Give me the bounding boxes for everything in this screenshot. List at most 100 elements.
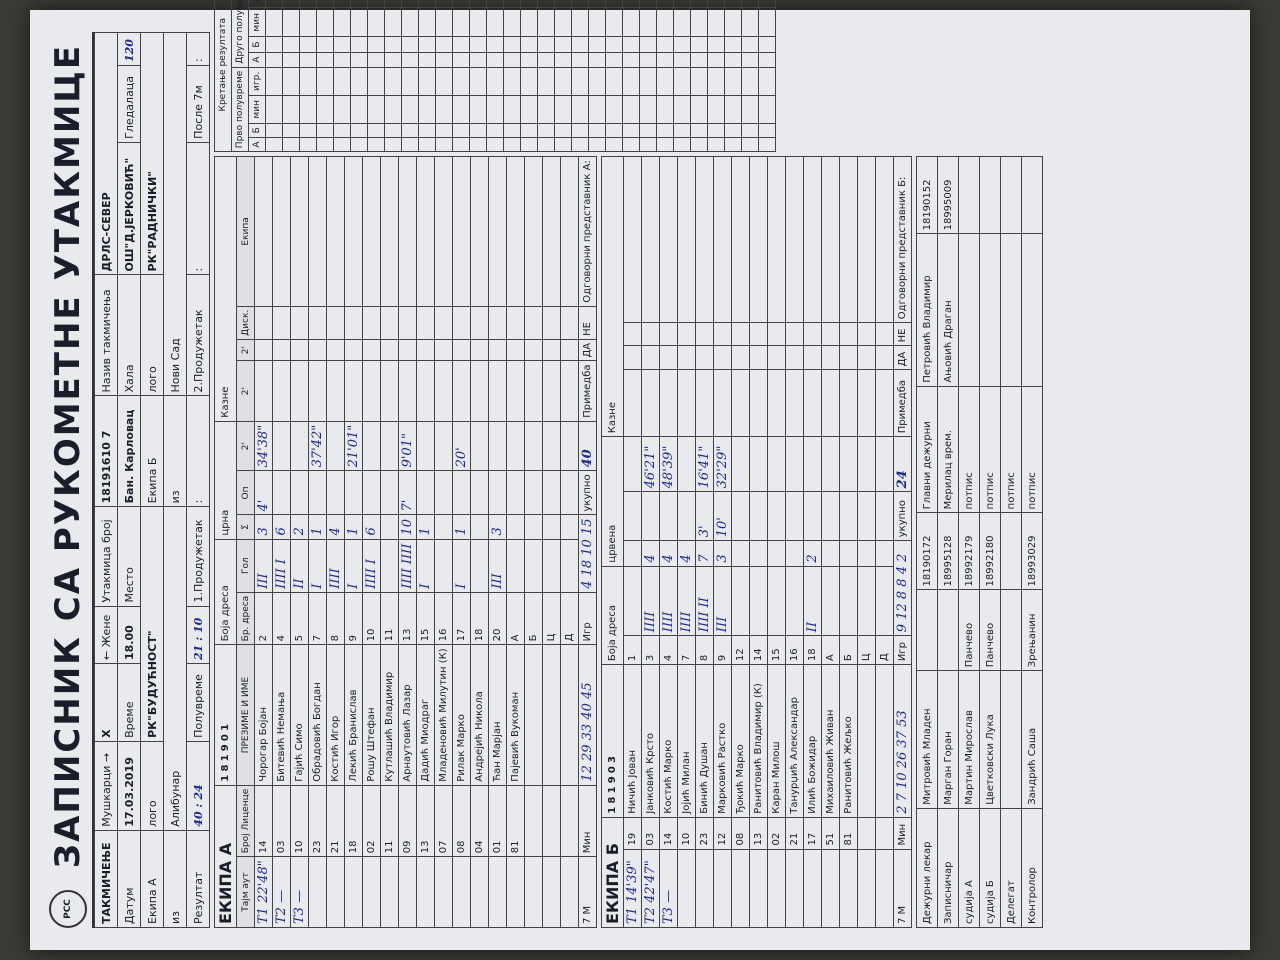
score-cell — [520, 7, 538, 37]
official-lic2 — [1000, 156, 1022, 234]
score-cell — [588, 36, 606, 53]
player-goal-sum — [380, 515, 399, 540]
player-goal-sum: 6 — [362, 515, 381, 540]
col-a-2: А — [248, 52, 266, 68]
official-cell — [560, 339, 579, 361]
official-cell — [857, 491, 876, 541]
score-cell — [282, 95, 300, 124]
score-cell — [554, 36, 572, 53]
score-row — [469, 0, 487, 152]
score-row — [520, 0, 538, 152]
official-cell — [524, 539, 543, 593]
official-cell — [857, 436, 876, 492]
score-row — [758, 0, 776, 152]
score-cell — [622, 67, 640, 96]
ot1-value: : — [186, 395, 210, 507]
penalty-cell — [713, 322, 732, 346]
main-section: ЕКИПА А 1 8 1 9 0 1 Боја дреса црна Казн… — [214, 0, 1043, 928]
score-cell — [639, 137, 657, 152]
penalties-label: Казне — [214, 156, 237, 422]
official-name — [542, 644, 561, 786]
penalties-label-b: Казне — [601, 156, 624, 437]
team-a-jersey-label: Боја дреса — [214, 539, 237, 645]
score-cell — [707, 137, 725, 152]
score-cell — [367, 123, 385, 138]
hall: ОШ"Д.ЈЕРКОВИЋ" — [117, 142, 141, 275]
timeout-cell — [785, 849, 804, 928]
score-cell — [435, 67, 453, 96]
score-cell — [452, 67, 470, 96]
score-row — [588, 0, 606, 152]
score-cell — [622, 123, 640, 138]
score-cell — [554, 137, 572, 152]
col-name: ПРЕЗИМЕ И ИМЕ — [236, 644, 255, 786]
score-cell — [537, 137, 555, 152]
seven-label: 7 М — [578, 856, 597, 928]
penalty-cell — [785, 369, 804, 437]
score-cell — [333, 67, 351, 96]
score-row — [282, 0, 300, 152]
penalty-cell — [803, 322, 822, 346]
player-goal-tally: IIII — [677, 566, 696, 636]
player-jersey: 15 — [767, 635, 786, 665]
score-cell — [605, 123, 623, 138]
penalty-cell — [362, 339, 381, 361]
score-cell — [503, 67, 521, 96]
score-cell — [690, 95, 708, 124]
score-row — [401, 0, 419, 152]
penalty-cell — [344, 306, 363, 340]
official-cell — [839, 156, 858, 323]
player-2min — [326, 421, 345, 471]
penalty-cell — [731, 345, 750, 370]
official-name — [857, 664, 876, 818]
official-cell — [857, 322, 876, 346]
empty-cell — [821, 849, 840, 928]
score-cell — [486, 7, 504, 37]
score-cell — [758, 137, 776, 152]
penalty-cell — [695, 369, 714, 437]
halftime: 21 : 10 — [186, 606, 210, 664]
score-cell — [299, 123, 317, 138]
official-role2: Главни дежурни — [916, 386, 938, 513]
team-a-header: ЕКИПА А — [214, 785, 237, 928]
player-warning — [785, 491, 804, 541]
penalty-cell — [290, 361, 309, 422]
score-row — [639, 0, 657, 152]
player-warning — [731, 491, 750, 541]
timeout-cell — [398, 856, 417, 928]
player-license: 13 — [416, 785, 435, 857]
player-name: Рошу Штефан — [362, 644, 381, 786]
official-name: Пајевић Вукоман — [506, 644, 525, 786]
player-jersey: 14 — [749, 635, 768, 665]
official-cell — [506, 156, 525, 307]
official-cell — [560, 361, 579, 422]
player-2min — [362, 421, 381, 471]
timeout-cell — [326, 856, 345, 928]
score-cell — [520, 0, 538, 8]
score-row — [316, 0, 334, 152]
score-cell — [656, 7, 674, 37]
player-warning — [272, 470, 291, 515]
player-name: Гајић Симо — [290, 644, 309, 786]
player-2min — [488, 421, 507, 471]
score-cell — [435, 7, 453, 37]
score-cell — [350, 137, 368, 152]
score-cell — [435, 137, 453, 152]
penalty-cell — [380, 306, 399, 340]
official-cell — [839, 322, 858, 346]
empty-cell — [524, 856, 543, 928]
official-cell — [821, 566, 840, 636]
score-cell — [588, 7, 606, 37]
penalty-cell — [308, 339, 327, 361]
official-cell — [506, 306, 525, 340]
official-letter: Д — [875, 635, 894, 665]
penalty-cell — [416, 339, 435, 361]
official-name: Марган Горан — [937, 670, 959, 809]
score-cell — [384, 52, 402, 68]
official-license — [857, 817, 876, 850]
penalty-cell — [308, 156, 327, 307]
score-cell — [469, 36, 487, 53]
